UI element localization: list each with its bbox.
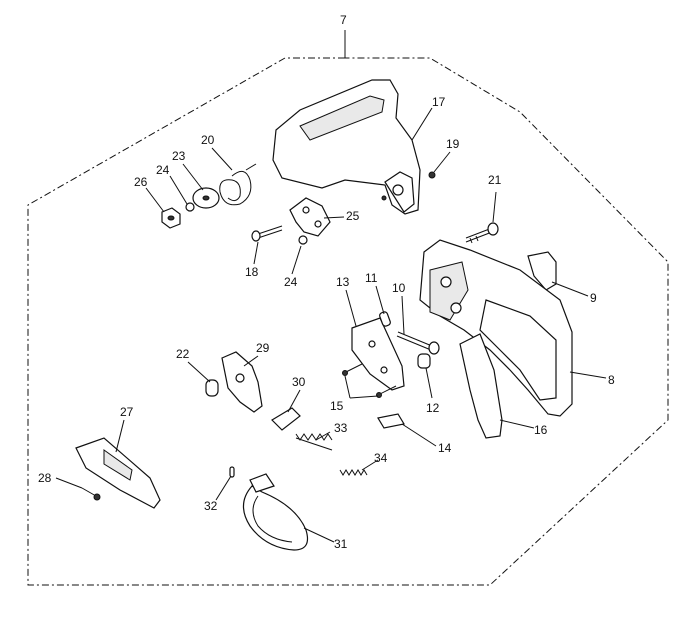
collar-12 bbox=[417, 353, 431, 369]
part-number: 11 bbox=[365, 271, 378, 285]
part-number: 30 bbox=[292, 375, 306, 389]
washer-23 bbox=[192, 187, 220, 209]
lever-29 bbox=[221, 351, 263, 413]
spring-33 bbox=[295, 433, 333, 451]
pad-14 bbox=[377, 413, 405, 429]
spring-34 bbox=[339, 469, 368, 476]
part-number: 21 bbox=[488, 173, 502, 187]
part-number: 24 bbox=[284, 275, 298, 289]
rod-30 bbox=[271, 407, 301, 431]
part-number: 20 bbox=[201, 133, 215, 147]
bolt-21 bbox=[465, 222, 499, 244]
chain-brake-cover bbox=[272, 79, 421, 215]
leader-lines bbox=[55, 107, 607, 543]
e-ring-24-upper bbox=[185, 202, 195, 212]
part-number: 17 bbox=[432, 95, 446, 109]
pin-32 bbox=[229, 466, 235, 478]
brake-band-31 bbox=[242, 473, 309, 551]
part-number: 27 bbox=[120, 405, 134, 419]
part-number: 16 bbox=[534, 423, 548, 437]
part-number: 9 bbox=[590, 291, 597, 305]
stud-11 bbox=[379, 311, 391, 327]
part-number: 10 bbox=[392, 281, 406, 295]
chain-guard-16 bbox=[459, 333, 503, 439]
part-number: 29 bbox=[256, 341, 270, 355]
pin-18 bbox=[251, 225, 283, 242]
side-plate-13 bbox=[351, 317, 405, 391]
part-number: 23 bbox=[172, 149, 186, 163]
part-number: 18 bbox=[245, 265, 259, 279]
part-labels: 17 19 20 21 23 24 26 25 18 24 9 13 11 10… bbox=[38, 95, 615, 551]
bushing-22 bbox=[205, 379, 219, 397]
part-number: 19 bbox=[446, 137, 460, 151]
part-number: 13 bbox=[336, 275, 350, 289]
part-number: 22 bbox=[176, 347, 190, 361]
part-number: 33 bbox=[334, 421, 348, 435]
plate-25 bbox=[289, 197, 331, 237]
part-number: 8 bbox=[608, 373, 615, 387]
plate-27 bbox=[75, 437, 161, 509]
e-ring-24-lower bbox=[298, 235, 308, 245]
part-number: 14 bbox=[438, 441, 452, 455]
screw-10 bbox=[396, 331, 440, 355]
part-number: 12 bbox=[426, 401, 440, 415]
spring-20 bbox=[219, 163, 257, 206]
nut-26 bbox=[161, 207, 181, 229]
part-number: 25 bbox=[346, 209, 360, 223]
part-number: 34 bbox=[374, 451, 388, 465]
assembly-label: 7 bbox=[340, 13, 347, 27]
part-number: 31 bbox=[334, 537, 348, 551]
part-number: 32 bbox=[204, 499, 218, 513]
screw-19 bbox=[428, 171, 436, 179]
part-number: 24 bbox=[156, 163, 170, 177]
part-number: 15 bbox=[330, 399, 344, 413]
screws-15 bbox=[342, 363, 397, 398]
sprocket-cover-8 bbox=[419, 239, 573, 417]
part-number: 26 bbox=[134, 175, 148, 189]
screw-28 bbox=[81, 487, 101, 501]
part-number: 28 bbox=[38, 471, 52, 485]
assembly-outline bbox=[27, 57, 669, 586]
